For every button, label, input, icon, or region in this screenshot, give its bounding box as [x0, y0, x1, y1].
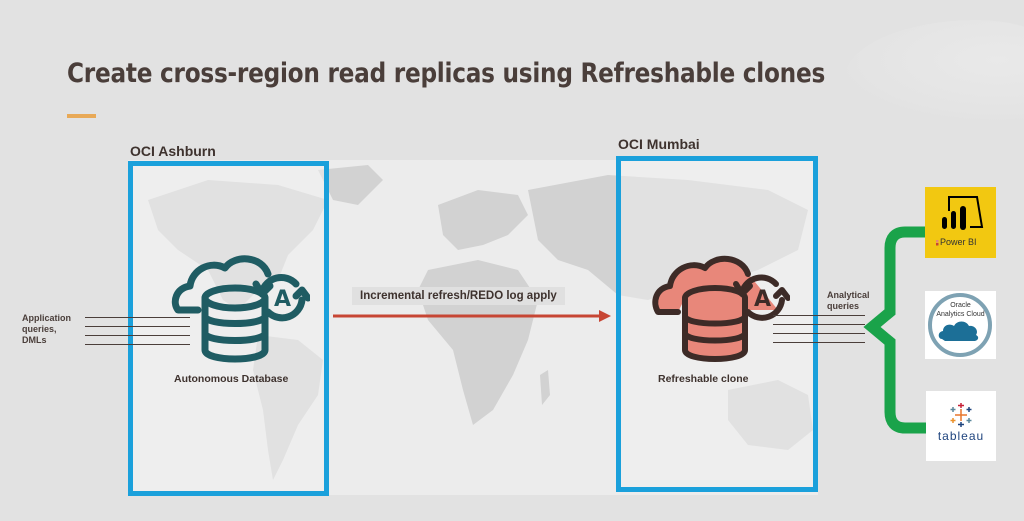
replication-label: Incremental refresh/REDO log apply [352, 287, 565, 305]
region-label-ashburn: OCI Ashburn [130, 143, 216, 159]
input-query-lines [85, 317, 190, 353]
slide-title: Create cross-region read replicas using … [67, 58, 826, 89]
application-queries-label: Application queries, DMLs [22, 313, 71, 345]
tableau-label: tableau [937, 429, 985, 443]
autonomous-database-label: Autonomous Database [174, 373, 289, 385]
oracle-analytics-cloud-icon [928, 293, 992, 357]
oracle-analytics-cloud-label: Oracle Analytics Cloud [936, 302, 985, 318]
green-brace-icon [860, 222, 930, 442]
refreshable-clone-label: Refreshable clone [658, 373, 749, 385]
svg-text:A: A [754, 287, 771, 312]
replication-arrow [333, 309, 611, 322]
tableau-icon [950, 403, 972, 427]
title-accent-bar [67, 114, 96, 118]
refreshable-clone-icon: A [650, 250, 791, 365]
power-bi-label: Power BI [940, 237, 977, 247]
decorative-texture [844, 20, 1024, 120]
region-label-mumbai: OCI Mumbai [618, 136, 700, 152]
tableau-tile[interactable]: tableau [926, 391, 996, 461]
output-query-lines [773, 315, 865, 351]
power-bi-tile[interactable]: Power BI [925, 187, 996, 258]
power-bi-icon [936, 196, 984, 246]
autonomous-database-icon: A [170, 250, 312, 365]
region-box-ashburn [128, 161, 329, 496]
oracle-analytics-cloud-tile[interactable]: Oracle Analytics Cloud [925, 291, 996, 359]
analytical-queries-label: Analytical queries [827, 290, 870, 311]
svg-text:A: A [274, 287, 291, 312]
